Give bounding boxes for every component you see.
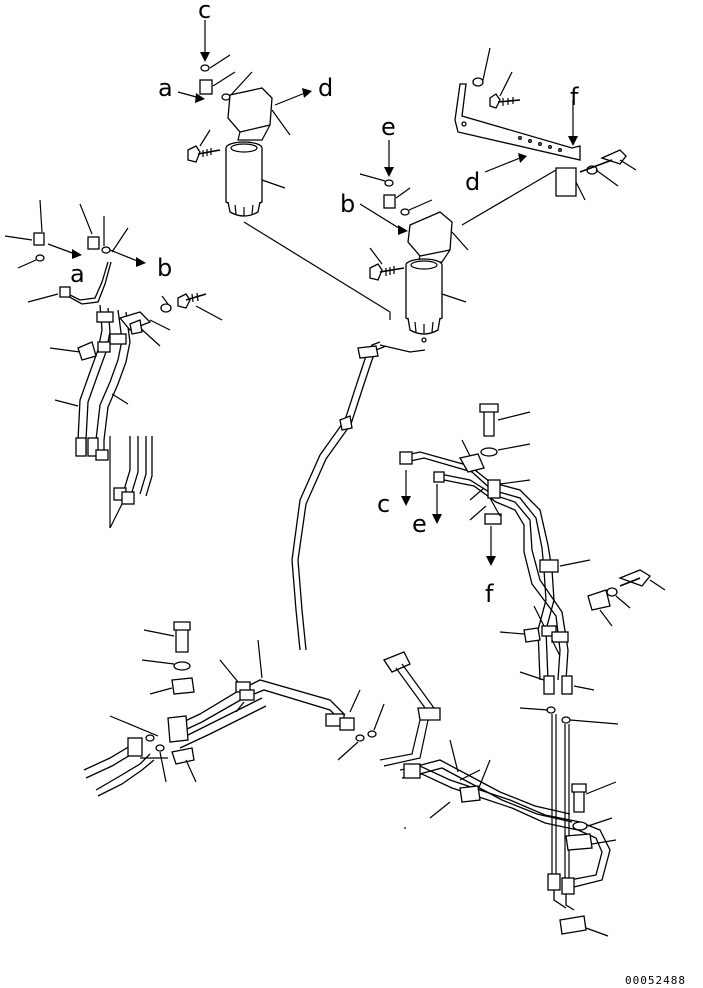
label-d-mid: d	[465, 168, 480, 196]
label-b-mid: b	[340, 190, 355, 218]
label-a-left: a	[70, 260, 85, 288]
filter-head-middle: e b d	[340, 113, 527, 343]
mounting-bracket: f	[454, 47, 637, 226]
label-e-mid: e	[381, 113, 396, 141]
label-f-right: f	[485, 580, 494, 608]
filter-head-left: c a d	[158, 0, 391, 320]
label-c-right: c	[377, 490, 390, 518]
right-hose-assembly: c e f	[377, 403, 666, 695]
reference-number: 00052488	[625, 974, 686, 987]
left-hose-assembly: a b	[4, 199, 223, 529]
label-b-left: b	[157, 254, 172, 282]
label-f-top: f	[570, 83, 579, 111]
long-hose	[291, 341, 426, 651]
label-a-top: a	[158, 74, 173, 102]
label-e-right: e	[412, 510, 427, 538]
label-c-top: c	[198, 0, 211, 24]
bottom-hose-assembly	[83, 621, 619, 937]
label-d-top: d	[318, 74, 333, 102]
